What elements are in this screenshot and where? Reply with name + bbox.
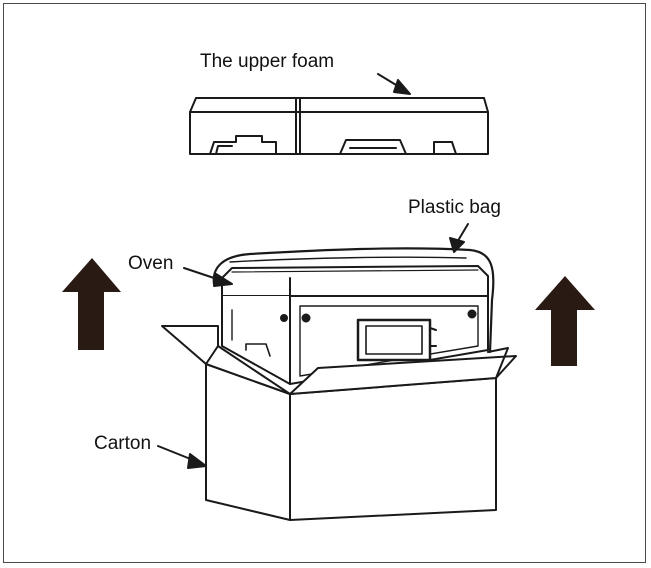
carton-illustration (161, 325, 517, 521)
plastic-bag-leader (449, 223, 469, 253)
upper-foam-leader (377, 73, 411, 95)
up-arrow-icon (535, 276, 595, 366)
upper-foam-illustration (189, 97, 489, 155)
carton-label: Carton (94, 433, 152, 454)
oven-illustration (212, 247, 495, 385)
carton-leader (157, 445, 207, 469)
plastic-bag-label: Plastic bag (408, 197, 501, 218)
oven-label: Oven (128, 253, 174, 274)
oven-leader (183, 267, 233, 287)
up-arrow-icon (62, 258, 121, 350)
upper-foam-label: The upper foam (200, 51, 335, 72)
